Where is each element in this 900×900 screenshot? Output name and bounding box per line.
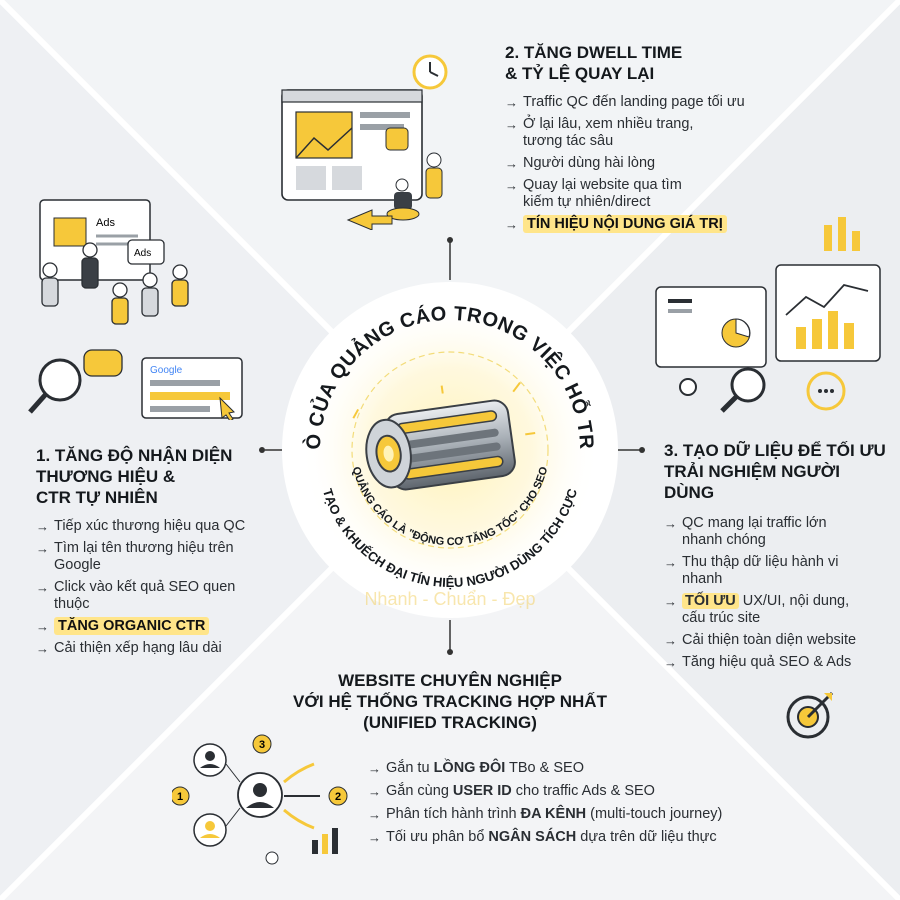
section3-illustration [655, 217, 881, 413]
section3-title: 3. TẠO DỮ LIỆU ĐỂ TỐI ƯU TRẢI NGHIỆM NGƯ… [664, 440, 894, 503]
section2-list: Traffic QC đến landing page tối ưu Ở lại… [505, 94, 745, 233]
section3: 3. TẠO DỮ LIỆU ĐỂ TỐI ƯU TRẢI NGHIỆM NGƯ… [664, 440, 894, 676]
magnifier-icon [28, 349, 123, 414]
section1-illustration: Ads Ads Google [28, 199, 243, 420]
section3-title-line: TRẢI NGHIỆM NGƯỜI DÙNG [664, 462, 840, 502]
ads-label-small: Ads [134, 248, 151, 259]
list-item: Người dùng hài lòng [505, 155, 745, 172]
section1-list: Tiếp xúc thương hiệu qua QC Tìm lại tên … [36, 518, 251, 657]
list-item: Cải thiện toàn diện website [664, 632, 864, 649]
arrow-icon [346, 209, 393, 230]
magnifier-icon [730, 367, 766, 403]
list-item: Cải thiện xếp hạng lâu dài [36, 640, 251, 657]
people-icon [41, 242, 189, 325]
section1: 1. TĂNG ĐỘ NHẬN DIỆN THƯƠNG HIỆU & CTR T… [36, 445, 266, 662]
section4-list: Gắn tu LỒNG ĐÔI TBo & SEO Gắn cùng USER … [368, 760, 768, 851]
list-item: QC mang lại traffic lớn nhanh chóng [664, 515, 864, 549]
section2-title-line: 2. TĂNG DWELL TIME [505, 43, 683, 62]
list-item: Gắn cùng USER ID cho traffic Ads & SEO [368, 783, 768, 800]
list-item: Tiếp xúc thương hiệu qua QC [36, 518, 251, 535]
section4-title-line: (UNIFIED TRACKING) [363, 713, 537, 732]
gear-icon [679, 378, 697, 396]
list-item-highlight: TÍN HIỆU NỘI DUNG GIÁ TRỊ [505, 215, 745, 233]
section1-title: 1. TĂNG ĐỘ NHẬN DIỆN THƯƠNG HIỆU & CTR T… [36, 445, 266, 508]
section3-list: QC mang lại traffic lớn nhanh chóng Thu … [664, 515, 864, 671]
list-item-highlight: TĂNG ORGANIC CTR [36, 617, 251, 635]
list-item: Click vào kết quả SEO quen thuộc [36, 579, 251, 613]
section2: 2. TĂNG DWELL TIME & TỶ LỆ QUAY LẠI Traf… [505, 42, 765, 238]
list-item: Tìm lại tên thương hiệu trên Google [36, 540, 251, 574]
list-item: Ở lại lâu, xem nhiều trang, tương tác sâ… [505, 116, 703, 150]
list-item: Traffic QC đến landing page tối ưu [505, 94, 745, 111]
smiley-icon [385, 127, 409, 151]
list-item: Thu thập dữ liệu hành vi nhanh [664, 554, 864, 588]
list-item: Phân tích hành trình ĐA KÊNH (multi-touc… [368, 806, 768, 823]
section4-title: WEBSITE CHUYÊN NGHIỆP VỚI HỆ THỐNG TRACK… [250, 670, 650, 733]
section4-title-line: WEBSITE CHUYÊN NGHIỆP [338, 671, 562, 690]
target-icon [786, 691, 834, 739]
section4-illustration: 3 1 2 [172, 734, 348, 865]
list-item: Tăng hiệu quả SEO & Ads [664, 654, 864, 671]
list-item-highlight: TỐI ƯU UX/UI, nội dung, cấu trúc site [664, 593, 864, 627]
share-icon [265, 851, 279, 865]
badge-3: 3 [259, 739, 265, 751]
list-item: Quay lại website qua tìm kiếm tự nhiên/d… [505, 177, 713, 211]
engine-icon [352, 382, 536, 491]
refresh-icon [806, 371, 846, 411]
ads-label: Ads [96, 217, 115, 229]
section2-title-line: & TỶ LỆ QUAY LẠI [505, 64, 655, 83]
watermark: Nhanh - Chuẩn - Đẹp [364, 589, 535, 609]
list-item: Gắn tu LỒNG ĐÔI TBo & SEO [368, 760, 768, 777]
section2-title: 2. TĂNG DWELL TIME & TỶ LỆ QUAY LẠI [505, 42, 765, 84]
section1-title-line: CTR TỰ NHIÊN [36, 488, 158, 507]
section1-title-line: 1. TĂNG ĐỘ NHẬN DIỆN [36, 446, 233, 465]
section3-title-line: 3. TẠO DỮ LIỆU ĐỂ TỐI ƯU [664, 441, 886, 460]
section4-title-line: VỚI HỆ THỐNG TRACKING HỢP NHẤT [293, 692, 607, 711]
search-results-icon: Google [141, 357, 243, 420]
badge-1: 1 [177, 791, 183, 803]
center-hub: VAI TRÒ CỦA QUẢNG CÁO TRONG VIỆC HỖ TRỢ … [280, 280, 618, 618]
google-label: Google [150, 365, 183, 376]
section2-illustration [281, 54, 448, 230]
badge-2: 2 [335, 791, 341, 803]
section4: WEBSITE CHUYÊN NGHIỆP VỚI HỆ THỐNG TRACK… [250, 670, 650, 733]
section1-title-line: THƯƠNG HIỆU & [36, 467, 176, 486]
list-item: Tối ưu phân bổ NGÂN SÁCH dựa trên dữ liệ… [368, 829, 768, 846]
